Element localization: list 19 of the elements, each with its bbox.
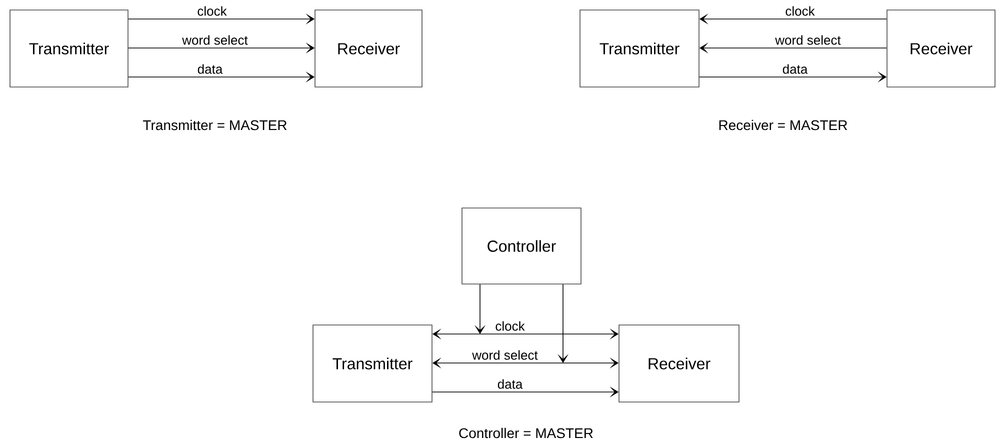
edge-label: data [496, 378, 524, 390]
edge-label: word select [182, 34, 248, 46]
caption: Transmitter = MASTER [143, 120, 287, 130]
edge-label: word select [774, 34, 842, 46]
block-box: Transmitter [580, 10, 700, 88]
edge-label: word select [472, 350, 538, 360]
edge-label: data [196, 64, 224, 74]
edge-label: clock [494, 320, 526, 332]
block-box: Receiver [314, 10, 422, 88]
block-box: Transmitter [312, 324, 432, 402]
block-box: Controller [462, 208, 582, 284]
caption: Receiver = MASTER [719, 120, 848, 130]
edge-label: clock [196, 6, 228, 16]
block-box: Receiver [886, 10, 996, 88]
block-box: Receiver [618, 324, 740, 402]
block-box: Transmitter [10, 10, 128, 88]
edge-label: clock [784, 6, 816, 16]
edge-label: data [782, 64, 808, 74]
caption: Controller = MASTER [459, 428, 593, 438]
